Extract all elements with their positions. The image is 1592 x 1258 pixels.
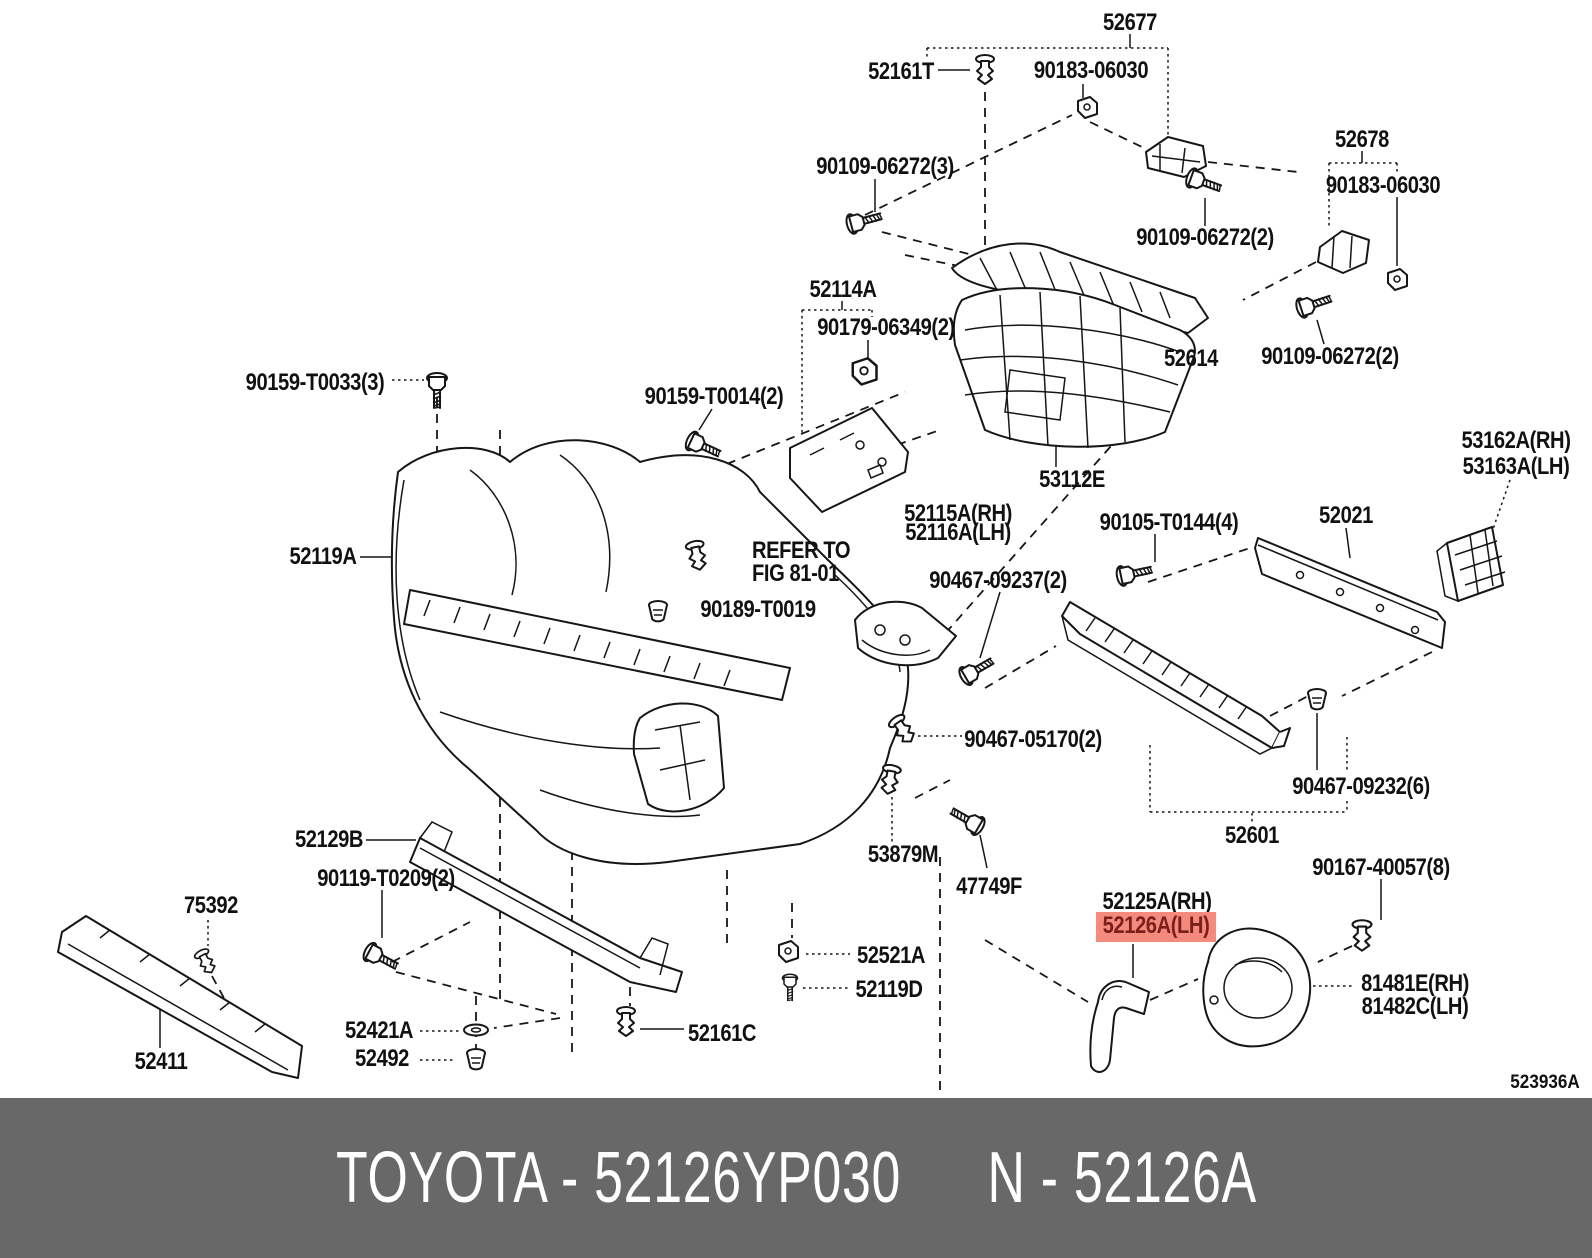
part-label-90467-09232[interactable]: 90467-09232(6) <box>1292 773 1430 800</box>
part-drawing-reinforcement-52021 <box>1254 537 1446 649</box>
part-label-53879M[interactable]: 53879M <box>867 841 939 868</box>
part-label-90467-05170[interactable]: 90467-05170(2) <box>964 726 1102 753</box>
part-label-90159-T0014[interactable]: 90159-T0014(2) <box>644 383 784 410</box>
part-label-52161T[interactable]: 52161T <box>868 58 934 85</box>
part-label-52678[interactable]: 52678 <box>1335 126 1389 153</box>
part-label-52492[interactable]: 52492 <box>355 1045 409 1072</box>
part-label-52126A-LH-highlighted[interactable]: 52126A(LH) <box>1095 912 1217 942</box>
part-label-52421A[interactable]: 52421A <box>344 1017 414 1044</box>
part-drawing-radiator-grille-cover-52614 <box>951 242 1209 334</box>
part-label-52116A-LH[interactable]: 52116A(LH) <box>905 519 1011 546</box>
part-drawing-fog-cover-52126A <box>1089 980 1150 1073</box>
part-label-90109-06272-2[interactable]: 90109-06272(2) <box>1136 224 1274 251</box>
part-drawing-lower-bar-52601 <box>1061 601 1291 755</box>
part-label-53163A-LH[interactable]: 53163A(LH) <box>1462 453 1570 480</box>
part-drawing-bracket-52115A <box>854 600 957 667</box>
part-drawing-license-bracket-52114A <box>789 407 909 513</box>
part-drawing-support-52129B <box>409 821 683 993</box>
part-label-75392[interactable]: 75392 <box>184 892 238 919</box>
part-label-90105-T0144[interactable]: 90105-T0144(4) <box>1099 509 1239 536</box>
part-label-81481E-RH[interactable]: 81481E(RH) <box>1361 970 1469 997</box>
diagram-canvas <box>57 34 1511 1090</box>
part-drawing-lower-molding-52411 <box>57 915 303 1079</box>
part-drawing-top-brackets <box>1145 136 1370 274</box>
part-label-52614[interactable]: 52614 <box>1164 345 1218 372</box>
part-label-90167-40057[interactable]: 90167-40057(8) <box>1312 854 1450 881</box>
part-label-90159-T0033[interactable]: 90159-T0033(3) <box>245 369 385 396</box>
part-label-52129B[interactable]: 52129B <box>294 826 364 853</box>
part-label-47749F[interactable]: 47749F <box>956 873 1022 900</box>
part-label-52161C[interactable]: 52161C <box>687 1020 757 1047</box>
part-label-90119-T0209[interactable]: 90119-T0209(2) <box>317 865 455 892</box>
part-label-90467-09237[interactable]: 90467-09237(2) <box>929 567 1067 594</box>
part-label-81482C-LH[interactable]: 81482C(LH) <box>1361 993 1469 1020</box>
part-label-90109-06272-3[interactable]: 90109-06272(3) <box>816 153 954 180</box>
part-label-52677[interactable]: 52677 <box>1103 9 1157 36</box>
note-fig-81-01: FIG 81-01 <box>752 560 839 587</box>
part-drawing-spacer-53162A <box>1436 526 1506 602</box>
part-label-52125A-RH[interactable]: 52125A(RH) <box>1102 888 1212 915</box>
part-label-52021[interactable]: 52021 <box>1319 502 1373 529</box>
part-label-53162A-RH[interactable]: 53162A(RH) <box>1461 427 1571 454</box>
part-drawing-bumper-cover-52119A <box>390 439 910 865</box>
figure-ref-code: 523936A <box>1510 1072 1580 1093</box>
part-label-52601[interactable]: 52601 <box>1225 822 1279 849</box>
part-label-52411[interactable]: 52411 <box>134 1048 188 1075</box>
part-label-52115A-RH[interactable]: 52115A(RH) <box>904 500 1012 527</box>
note-refer-to: REFER TO <box>752 537 851 564</box>
part-label-90109-06272-2b[interactable]: 90109-06272(2) <box>1261 343 1399 370</box>
part-drawing-fog-bezel-81481E <box>1202 927 1312 1048</box>
part-label-90183-06030[interactable]: 90183-06030 <box>1033 57 1149 84</box>
part-label-90183-06030-b[interactable]: 90183-06030 <box>1325 172 1441 199</box>
footer-banner-text: TOYOTA - 52126YP030 N - 52126A <box>336 1137 1257 1219</box>
part-label-52114A[interactable]: 52114A <box>809 276 877 303</box>
part-label-52119A[interactable]: 52119A <box>289 543 357 570</box>
footer-catalog-code: N - 52126A <box>987 1138 1257 1218</box>
footer-banner: TOYOTA - 52126YP030 N - 52126A <box>0 1098 1592 1258</box>
part-label-53112E[interactable]: 53112E <box>1039 466 1105 493</box>
part-label-90189-T0019[interactable]: 90189-T0019 <box>700 596 816 623</box>
part-label-52521A[interactable]: 52521A <box>856 942 926 969</box>
part-label-52119D[interactable]: 52119D <box>855 976 923 1003</box>
part-label-90179-06349[interactable]: 90179-06349(2) <box>817 314 955 341</box>
footer-part-number: TOYOTA - 52126YP030 <box>335 1138 901 1218</box>
part-drawing-grille-53112E <box>952 287 1196 449</box>
